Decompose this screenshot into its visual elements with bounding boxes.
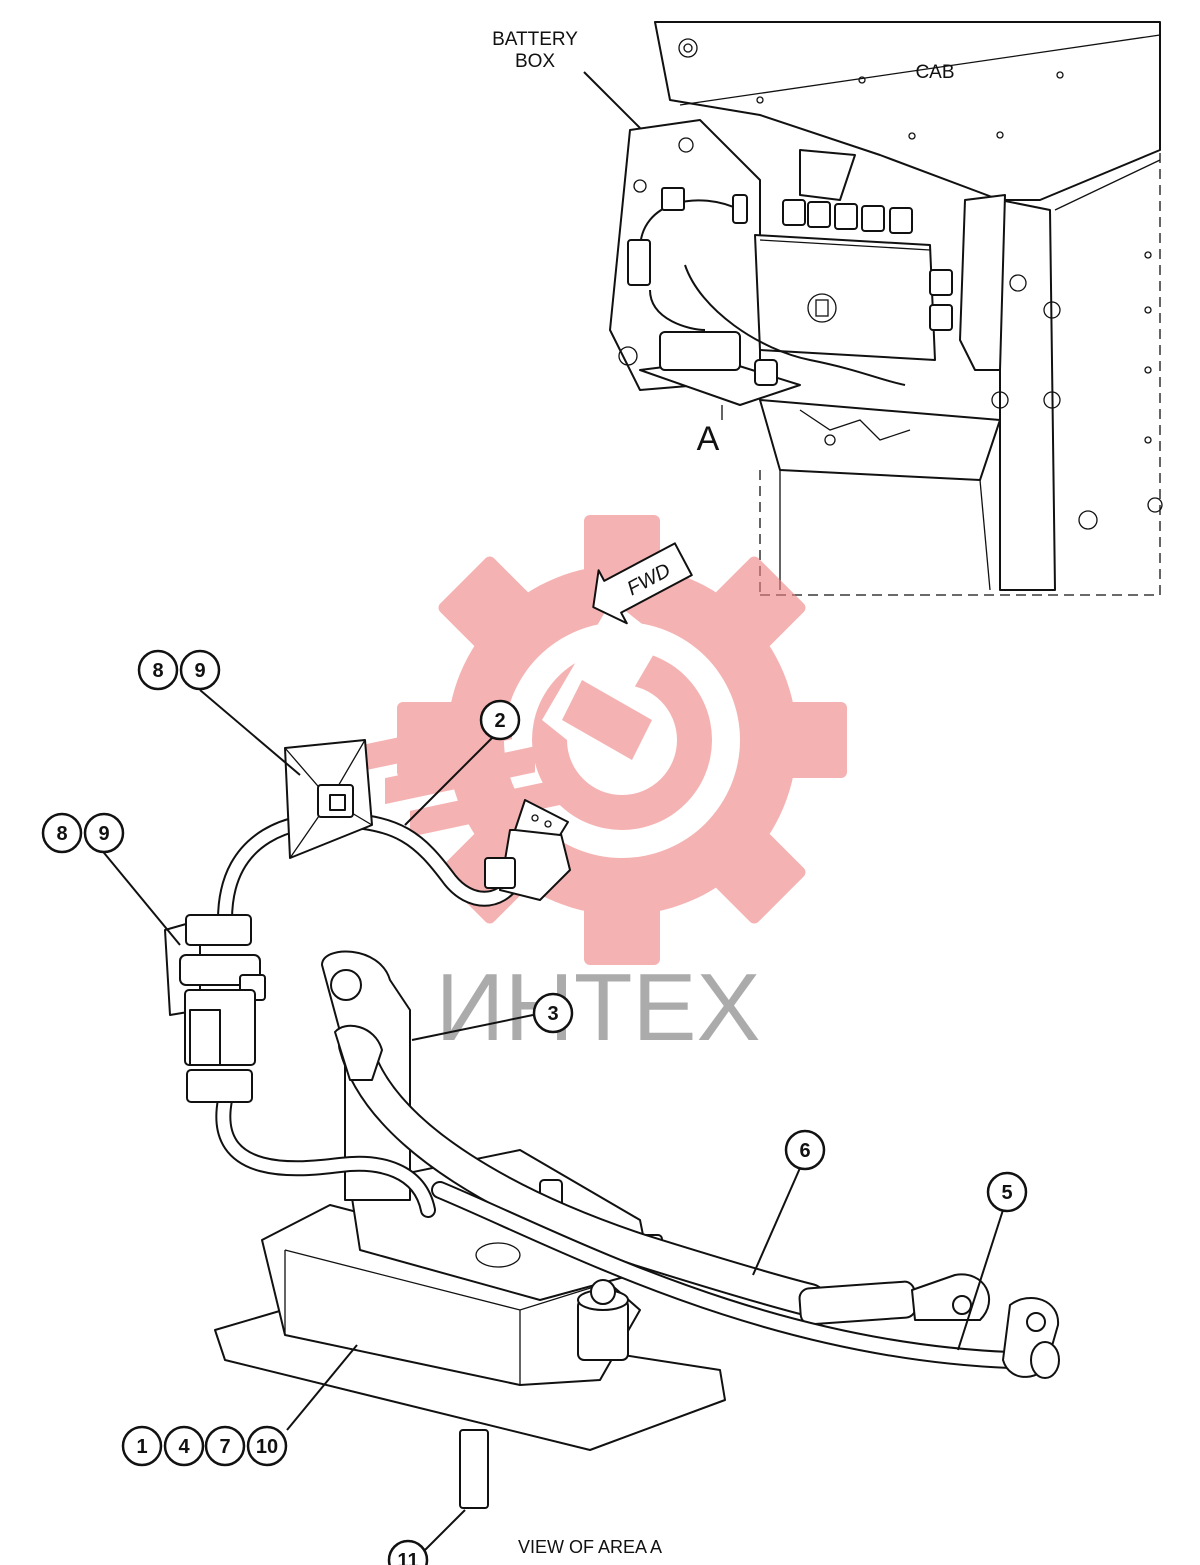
watermark-text: ИНТЕХ [435, 954, 760, 1061]
callout-2: 2 [479, 699, 521, 741]
battery-box-leader [583, 71, 641, 129]
svg-text:8: 8 [152, 660, 163, 682]
callout-4: 4 [163, 1425, 205, 1467]
battery-box-label-2: BOX [515, 51, 555, 72]
pin [459, 1429, 489, 1509]
callout-3: 3 [532, 992, 574, 1034]
svg-text:4: 4 [178, 1436, 190, 1458]
battery-box-label-1: BATTERY [492, 29, 578, 50]
svg-text:8: 8 [56, 823, 67, 845]
callout-11: 11 [387, 1539, 429, 1565]
callout-9-lower: 9 [83, 812, 125, 854]
harness-terminal [484, 799, 571, 901]
callout-6: 6 [784, 1129, 826, 1171]
svg-text:5: 5 [1001, 1182, 1012, 1204]
svg-text:3: 3 [547, 1003, 558, 1025]
cab-label: CAB [915, 62, 954, 83]
svg-text:7: 7 [219, 1436, 230, 1458]
callout-8-lower: 8 [41, 812, 83, 854]
callout-1: 1 [121, 1425, 163, 1467]
fwd-arrow: FWD [592, 542, 693, 625]
svg-text:9: 9 [194, 660, 205, 682]
callout-5: 5 [986, 1171, 1028, 1213]
main-view [99, 689, 1060, 1556]
svg-text:9: 9 [98, 823, 109, 845]
inset-view: BATTERY BOX CAB A [492, 20, 1163, 596]
inset-bolts [618, 38, 1163, 530]
callouts: 8 9 8 9 2 3 6 5 1 4 7 10 11 [41, 649, 1028, 1565]
callout-9-upper: 9 [179, 649, 221, 691]
harness-connector [179, 914, 266, 1103]
callout-10: 10 [246, 1425, 288, 1467]
watermark-logo [362, 515, 847, 965]
callout-8-upper: 8 [137, 649, 179, 691]
area-letter: A [697, 420, 720, 458]
relay-terminals [782, 199, 913, 234]
view-caption: VIEW OF AREA A [518, 1537, 662, 1557]
callout-7: 7 [204, 1425, 246, 1467]
svg-text:11: 11 [397, 1550, 418, 1565]
svg-text:2: 2 [494, 710, 505, 732]
svg-text:10: 10 [256, 1436, 278, 1458]
svg-text:1: 1 [136, 1436, 147, 1458]
svg-text:6: 6 [799, 1140, 810, 1162]
